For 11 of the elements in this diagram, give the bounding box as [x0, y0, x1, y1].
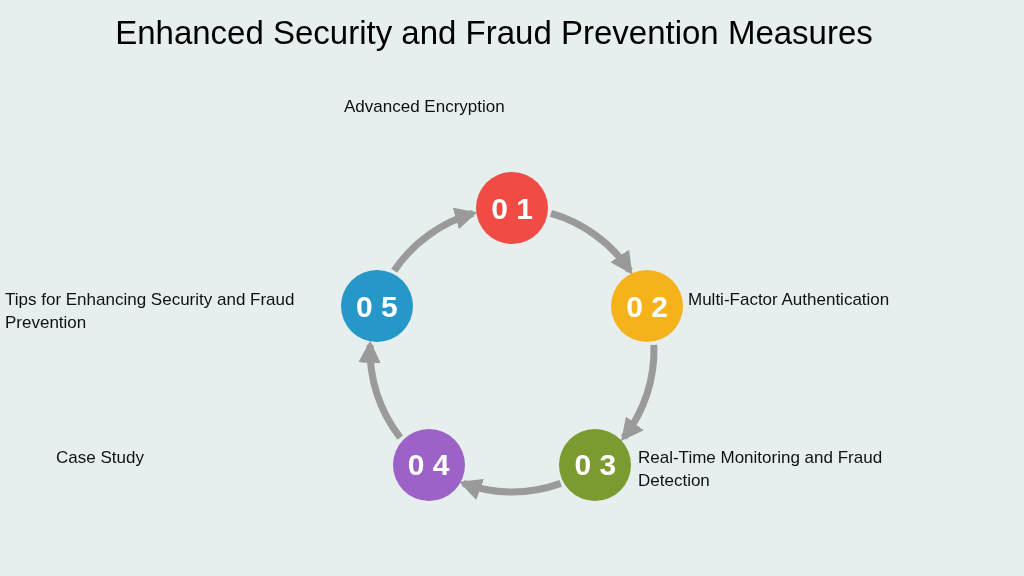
- title: Enhanced Security and Fraud Prevention Measures: [114, 13, 874, 53]
- arrow: [549, 210, 633, 275]
- step-label: Tips for Enhancing Security and Fraud Prevention: [5, 289, 296, 334]
- arrow: [459, 477, 562, 500]
- arrow: [359, 340, 404, 440]
- arrow: [391, 208, 478, 273]
- step-label: Case Study: [56, 447, 145, 469]
- arrow: [620, 344, 658, 442]
- step-label: Multi-Factor Authentication: [688, 289, 891, 311]
- step-label: Advanced Encryption: [344, 96, 506, 118]
- step-label: Real-Time Monitoring and Fraud Detection: [638, 447, 884, 492]
